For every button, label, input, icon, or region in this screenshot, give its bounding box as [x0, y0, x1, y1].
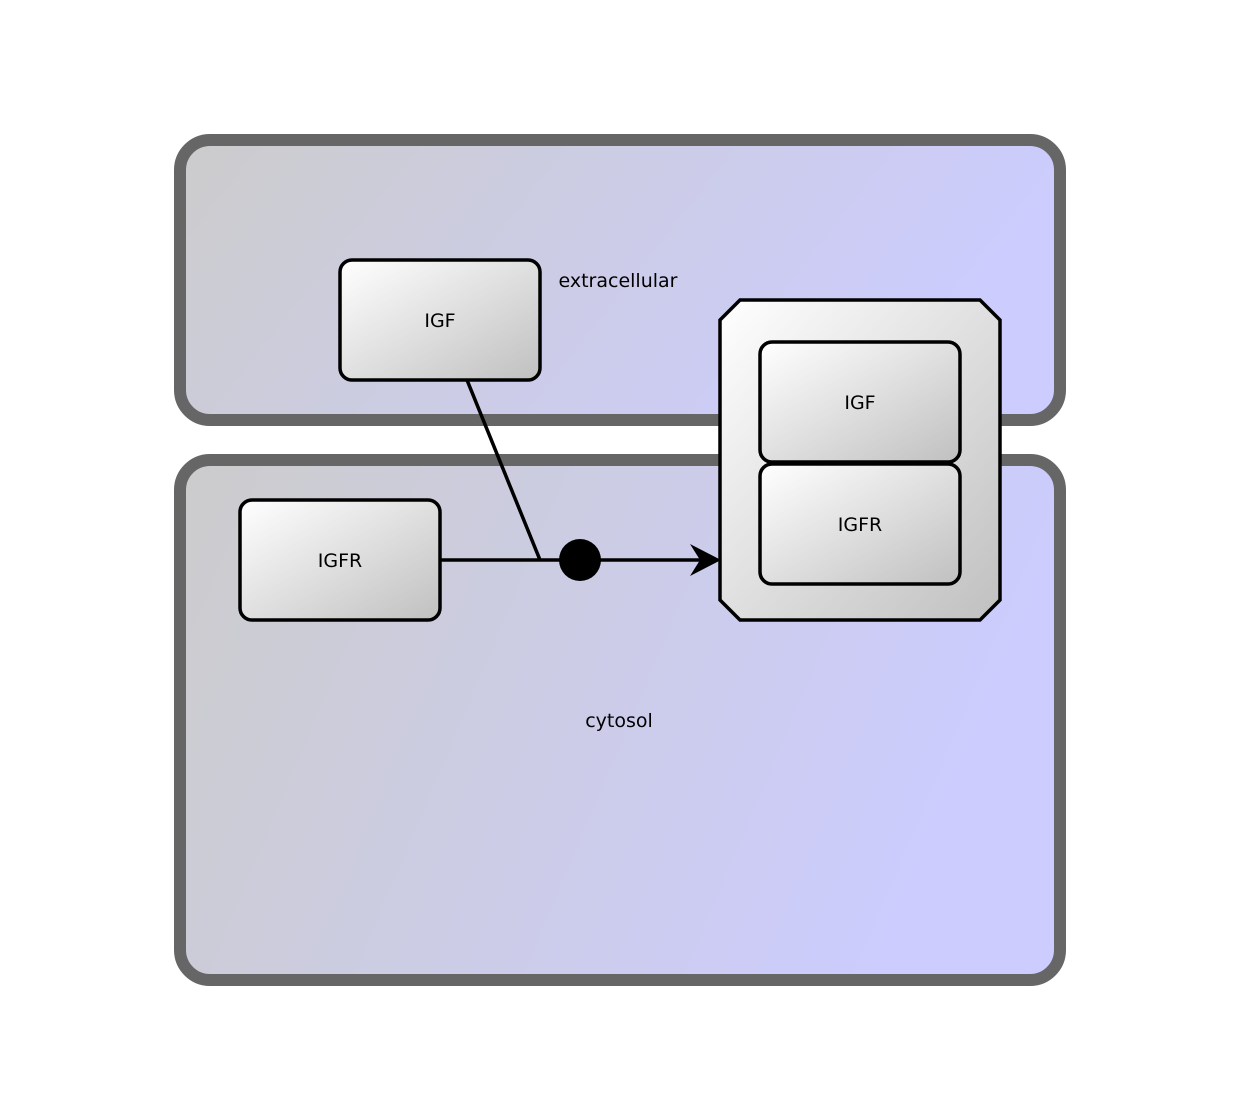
complex-member-igfr-shape: [758, 462, 962, 586]
complex-member-igfr-label: IGFR: [838, 514, 882, 536]
macromolecule-igf-label: IGF: [424, 310, 455, 332]
macromolecule-igfr[interactable]: IGFR: [238, 498, 442, 622]
complex-member-igfr[interactable]: IGFR: [758, 462, 962, 586]
complex-member-igf-shape: [758, 340, 962, 464]
macromolecule-igfr-label: IGFR: [318, 550, 362, 572]
macromolecule-igfr-shape: [238, 498, 442, 622]
complex-igf-igfr[interactable]: IGF IGFR: [718, 298, 1002, 622]
association-process-node[interactable]: [559, 539, 601, 581]
macromolecule-igf[interactable]: IGF: [338, 258, 542, 382]
macromolecule-igf-shape: [338, 258, 542, 382]
compartment-label-cytosol: cytosol: [585, 710, 653, 732]
production-arrowhead-icon: [690, 544, 721, 576]
complex-member-igf-label: IGF: [844, 392, 875, 414]
compartment-label-extracellular: extracellular: [559, 270, 678, 292]
consumption-arc-igf[interactable]: [465, 379, 542, 561]
complex-member-igf[interactable]: IGF: [758, 340, 962, 464]
